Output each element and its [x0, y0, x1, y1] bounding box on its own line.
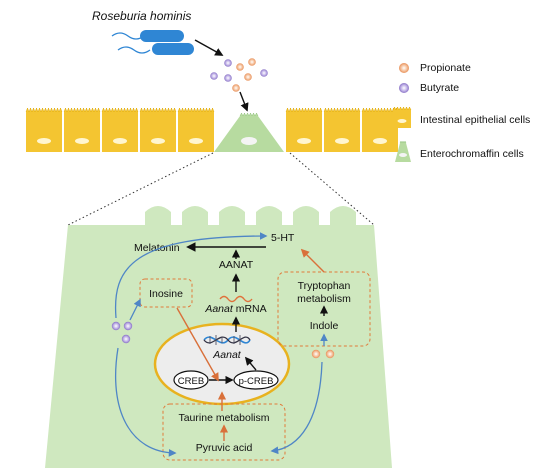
zoom-line-right: [289, 152, 375, 226]
propionate-dots-in-cell: [311, 349, 335, 359]
butyrate-to-inosine-arrow: [129, 298, 141, 321]
pcreb-label: p-CREB: [239, 376, 274, 387]
creb-node: [173, 370, 209, 390]
legend-enterochromaffin-label: Enterochromaffin cells: [420, 148, 524, 160]
butyrate-to-melatonin-arc: [114, 232, 268, 319]
bacterium-name: Roseburia hominis: [92, 9, 191, 23]
melatonin-label: Melatonin: [134, 242, 180, 254]
creb-label: CREB: [178, 376, 204, 387]
epithelial-cell: [361, 107, 399, 152]
serotonin-label: 5-HT: [271, 232, 295, 244]
legend-butyrate-label: Butyrate: [420, 82, 459, 94]
legend-propionate-icon: [399, 63, 409, 73]
bacterium-icon: [111, 30, 194, 55]
tryptophan-label-1: Tryptophan: [298, 280, 351, 292]
scfa-cluster: [210, 58, 268, 92]
legend-epithelial-label: Intestinal epithelial cells: [420, 114, 530, 126]
legend: Propionate Butyrate Intestinal epithelia…: [392, 62, 530, 162]
tryptophan-to-serotonin-arrow: [300, 248, 325, 273]
enterochromaffin-cell: [214, 112, 284, 152]
aanat-gene-label: Aanat: [212, 349, 242, 361]
nucleus: [153, 322, 291, 406]
zoom-line-left: [67, 152, 214, 226]
legend-butyrate-icon: [399, 83, 409, 93]
bacterium-to-metabolites-arrow: [194, 39, 224, 56]
legend-propionate-label: Propionate: [420, 62, 471, 74]
epithelial-cell: [63, 107, 101, 152]
aanat-mrna-label: Aanat mRNA: [204, 303, 266, 315]
inosine-label: Inosine: [149, 288, 183, 300]
epithelial-cell: [177, 107, 215, 152]
legend-epithelial-icon: [392, 106, 412, 128]
pcreb-node: [233, 370, 279, 390]
epithelial-cell: [25, 107, 63, 152]
pyruvic-label: Pyruvic acid: [196, 442, 253, 454]
butyrate-dots-in-cell: [111, 321, 133, 344]
epithelial-cell: [323, 107, 361, 152]
dna-helix-icon: [203, 335, 251, 345]
epithelial-cell-row: [25, 107, 399, 152]
aanat-enzyme-label: AANAT: [219, 259, 254, 271]
epithelial-cell: [101, 107, 139, 152]
tryptophan-label-2: metabolism: [297, 293, 351, 305]
taurine-pyruvic-box: [162, 403, 286, 461]
pcreb-to-gene-arrow: [244, 356, 257, 371]
metabolites-to-ec-cell-arrow: [239, 91, 249, 112]
mrna-wave-icon: [219, 295, 253, 303]
inosine-box: [139, 278, 193, 308]
butyrate-to-pyruvic-arc: [114, 347, 177, 457]
epithelial-cell: [285, 107, 323, 152]
taurine-label: Taurine metabolism: [178, 412, 269, 424]
propionate-to-pyruvic-arc: [270, 361, 323, 455]
inosine-to-nucleus-arrow: [176, 307, 219, 382]
indole-label: Indole: [310, 320, 339, 332]
epithelial-cell: [139, 107, 177, 152]
legend-enterochromaffin-icon: [395, 140, 411, 162]
